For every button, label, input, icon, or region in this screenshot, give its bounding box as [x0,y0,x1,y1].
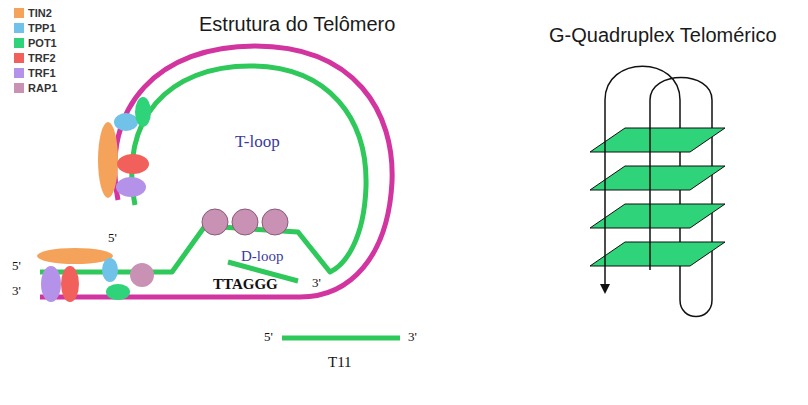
strand-end-label: 3' [312,276,321,290]
g-strand [40,66,366,272]
strand-end-label: 5' [108,231,117,245]
protein [102,258,118,282]
legend-swatch [14,38,24,48]
protein [116,177,146,197]
protein [106,284,130,300]
protein [61,266,79,302]
legend-swatch [14,83,24,93]
legend-swatch [14,8,24,18]
protein [114,113,138,131]
legend-label: TPP1 [28,22,56,34]
legend-label: RAP1 [28,82,57,94]
protein [37,248,113,264]
legend-label: POT1 [28,37,57,49]
strand-end-label: 5' [264,330,273,344]
protein [202,209,228,235]
protein [41,266,61,302]
protein [232,209,258,235]
legend-label: TRF1 [28,67,56,79]
strand-end-label: 3' [12,284,21,298]
protein [130,263,154,287]
legend-label: TRF2 [28,52,56,64]
protein [135,97,151,127]
sequence-label: TTAGGG [213,276,278,293]
strand-end-label: 3' [408,330,417,344]
strand-end-label: 5' [12,259,21,273]
protein [262,209,288,235]
g-quadruplex [590,66,725,316]
region-label: D-loop [241,248,284,265]
panel-title: G-Quadruplex Telomérico [549,24,777,46]
protein [117,154,149,174]
oligo-strand [282,336,400,341]
legend-swatch [14,68,24,78]
region-label: T-loop [235,133,280,152]
legend-swatch [14,53,24,63]
protein [98,122,118,198]
panel-title: Estrutura do Telômero [199,13,395,35]
legend-label: TIN2 [28,7,52,19]
legend-swatch [14,23,24,33]
oligo-label: T11 [328,354,352,371]
